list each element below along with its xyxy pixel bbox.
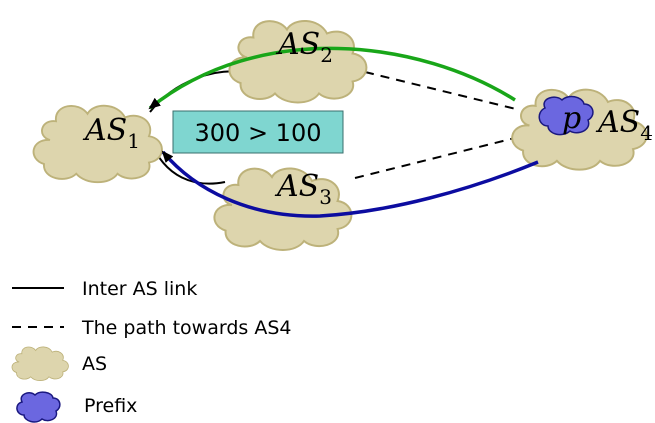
legend-as: AS	[82, 353, 107, 375]
dashed-path-as3-as4	[354, 137, 516, 179]
prefix-icon	[538, 95, 594, 136]
legend-inter-as-link: Inter AS link	[82, 278, 197, 300]
dashed-path-as2-as4	[364, 71, 521, 111]
badge-text: 300 > 100	[195, 119, 322, 147]
legend-prefix-icon	[16, 391, 61, 423]
blue-path-via-as3	[161, 150, 539, 218]
as1-label: AS1	[82, 113, 140, 153]
as4-label: AS4	[595, 105, 653, 145]
as3-label: AS3	[274, 169, 332, 209]
green-path-via-as2	[148, 46, 516, 110]
legend-path-towards-as4: The path towards AS4	[81, 317, 292, 339]
legend: Inter AS link The path towards AS4 AS Pr…	[11, 278, 292, 423]
badge-box	[172, 110, 344, 154]
legend-prefix: Prefix	[84, 395, 137, 417]
prefix-p-label: p	[562, 101, 581, 136]
as2-label: AS2	[275, 27, 333, 67]
legend-as-cloud-icon	[11, 346, 69, 382]
